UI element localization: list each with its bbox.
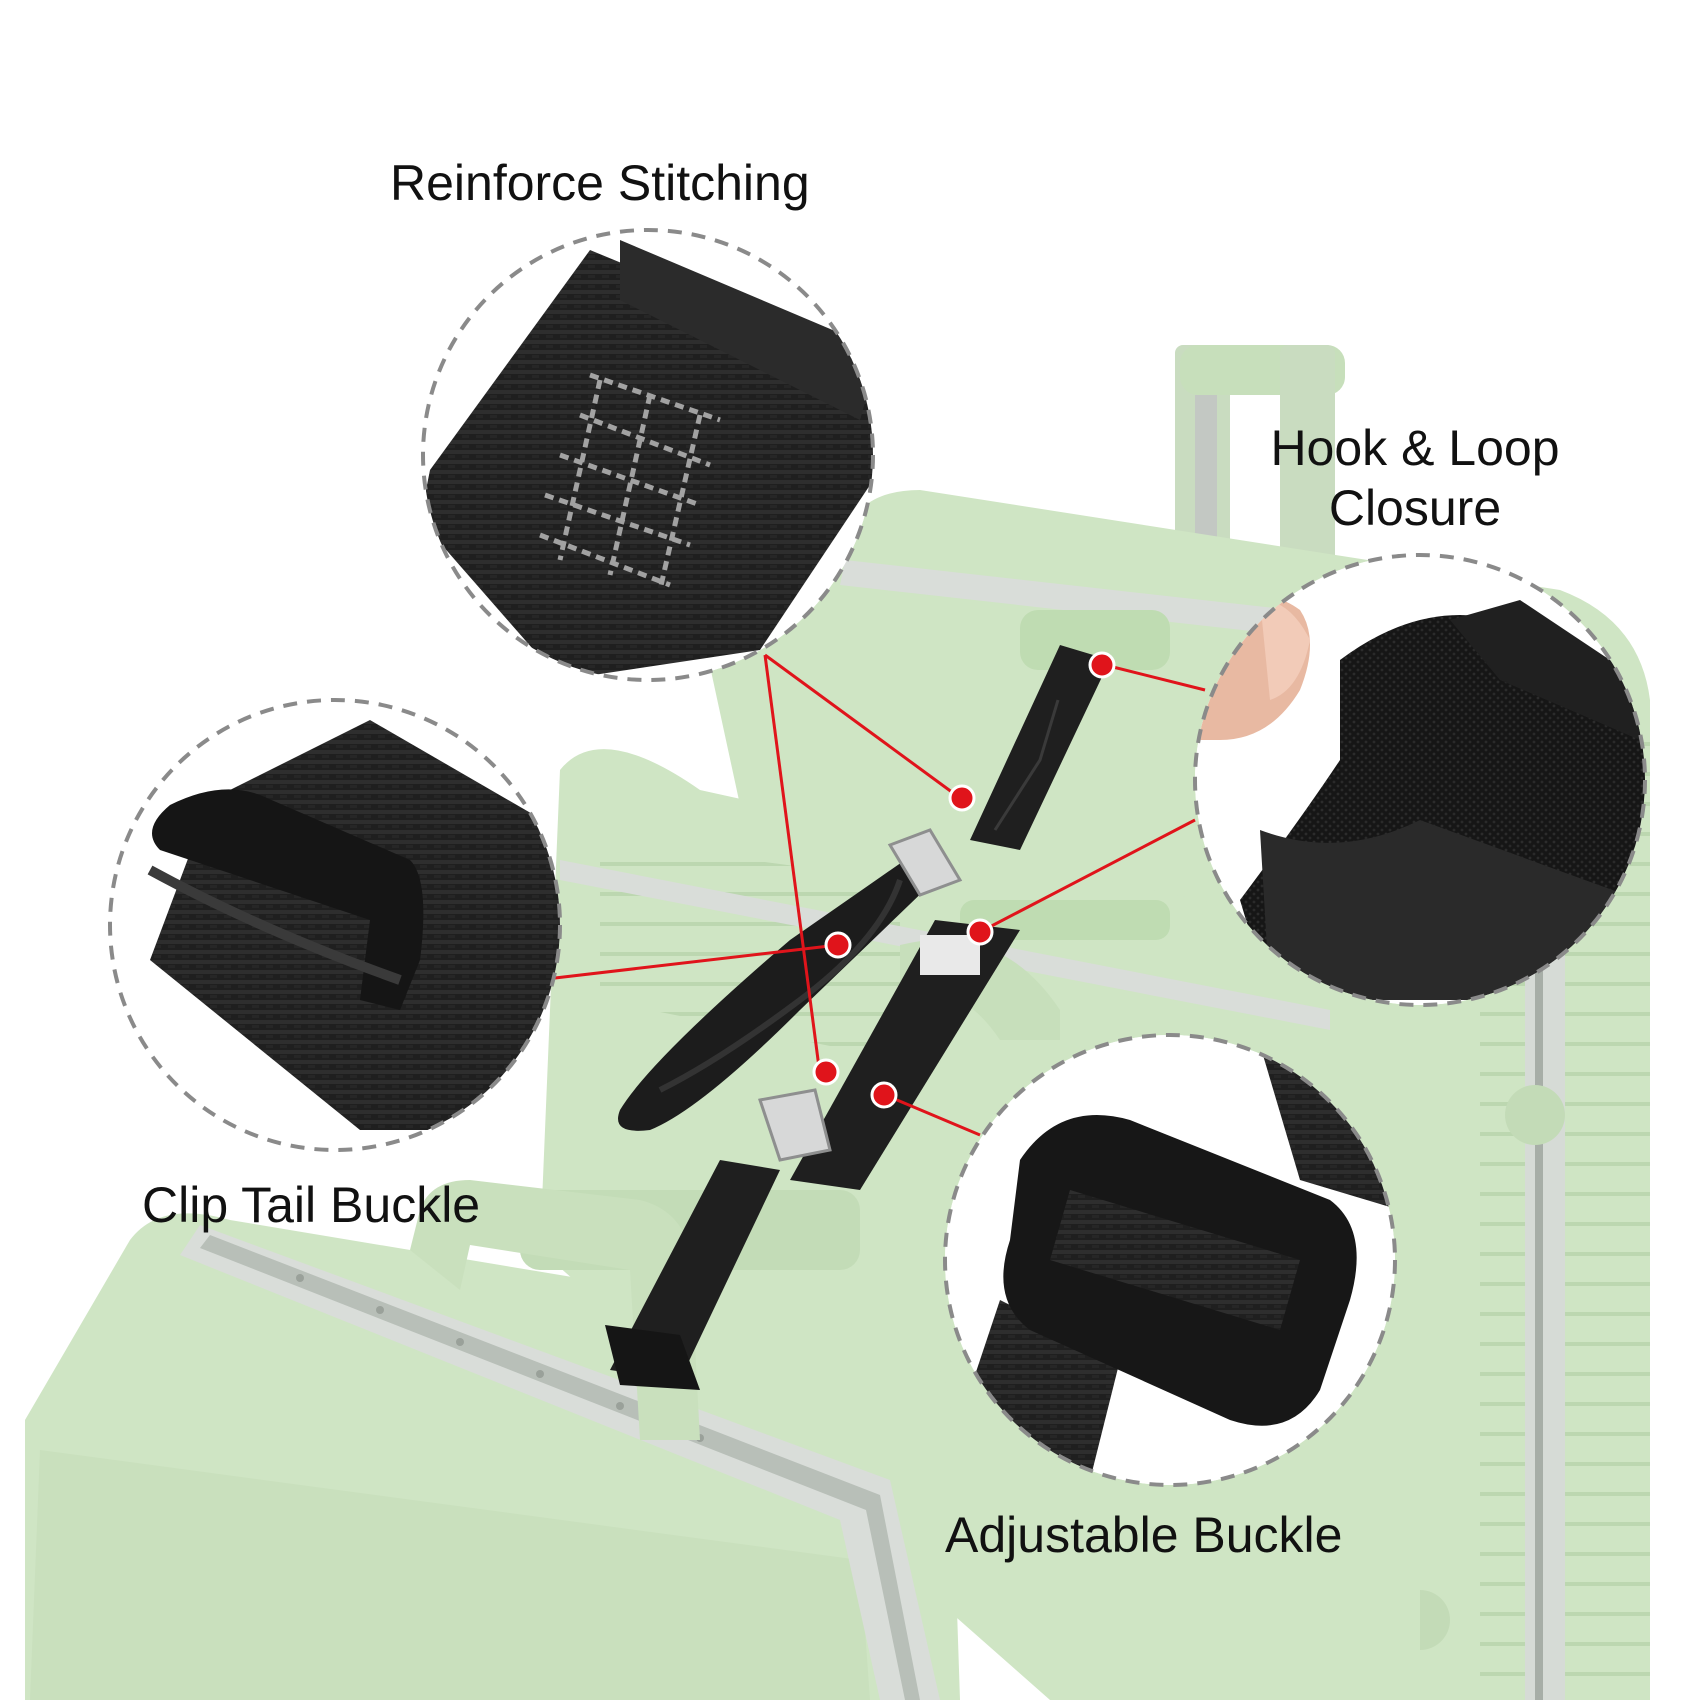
label-reinforce-stitching: Reinforce Stitching (390, 155, 810, 211)
front-suitcase (25, 1180, 960, 1700)
callout-lines (554, 653, 1206, 1137)
hook-loop-closeup (1193, 553, 1647, 1007)
callout-dot (1088, 651, 1116, 679)
callout-dot (824, 931, 852, 959)
callout-dot (870, 1081, 898, 1109)
luggage-straps (605, 645, 1110, 1390)
callout-dots (812, 651, 1116, 1109)
reinforce-stitching-closeup (421, 228, 875, 682)
callout-dot (966, 918, 994, 946)
label-hook-loop-closure: Hook & Loop Closure (1270, 420, 1560, 536)
callout-dot (812, 1058, 840, 1086)
clip-tail-buckle-closeup (108, 698, 562, 1152)
adjustable-buckle-closeup (943, 1033, 1397, 1487)
label-adjustable-buckle: Adjustable Buckle (945, 1507, 1343, 1563)
label-clip-tail-buckle: Clip Tail Buckle (142, 1177, 481, 1233)
callout-dot (948, 784, 976, 812)
